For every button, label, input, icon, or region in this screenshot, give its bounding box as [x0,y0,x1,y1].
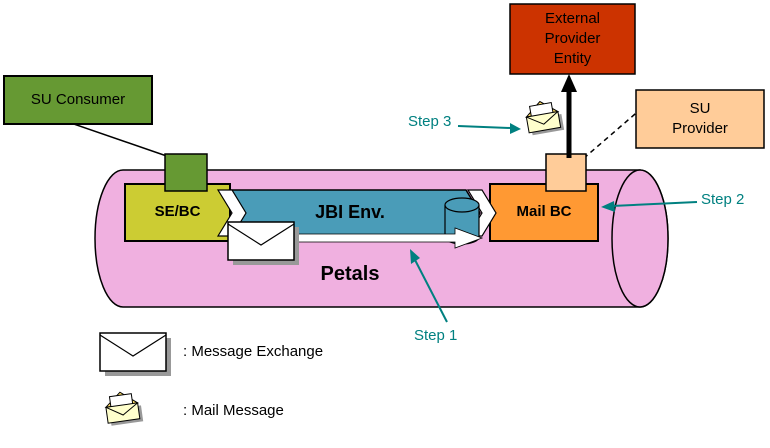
external-provider-entity-text: External Provider Entity [544,9,601,68]
legend-mail-message-label: : Mail Message [183,401,284,419]
legend-envelope-flap-lines [99,334,167,357]
step1-label: Step 1 [414,326,458,344]
step2-arrow-head [601,201,615,212]
jbi-store-cylinder-top [444,197,480,213]
step3-arrow-head [510,123,521,134]
step3-arrow-line [457,125,511,129]
step3-label: Step 3 [408,112,452,130]
legend-message-exchange-label: : Message Exchange [183,342,324,360]
legend-message-exchange-icon [99,332,171,376]
mail-message-icon [525,100,565,136]
step2-arrow-line [611,201,698,207]
mail-fold-line [526,111,559,125]
message-exchange-envelope-icon [227,221,299,265]
su-consumer-box [3,75,153,125]
su-provider-box [635,89,765,149]
step1-arrow-line [413,257,448,323]
mail-bc-label: Mail BC [516,203,572,221]
external-provider-entity-box [509,3,636,75]
provider-endpoint-square [545,153,587,192]
step2-label: Step 2 [701,190,745,208]
legend-mail-fold-line [105,402,138,416]
legend-mail-message-icon [104,391,144,426]
su-provider-connector-dashed-line [583,107,643,159]
petals-label: Petals [320,262,380,285]
legend-envelope-body [99,332,167,372]
step1-arrow-head [410,249,420,264]
se-bc-label: SE/BC [154,203,201,221]
mail-bc-box [489,183,599,242]
outgoing-mail-arrow-head [561,74,577,92]
su-provider-label: SU Provider [672,99,728,137]
petals-cylinder-end-cap [611,169,669,308]
external-provider-entity-label: External Provider Entity [512,7,633,71]
consumer-endpoint-square [164,153,208,192]
su-consumer-label: SU Consumer [30,90,126,108]
envelope-body [227,221,295,261]
envelope-flap-lines [227,223,295,246]
jbi-env-label: JBI Env. [315,201,385,222]
